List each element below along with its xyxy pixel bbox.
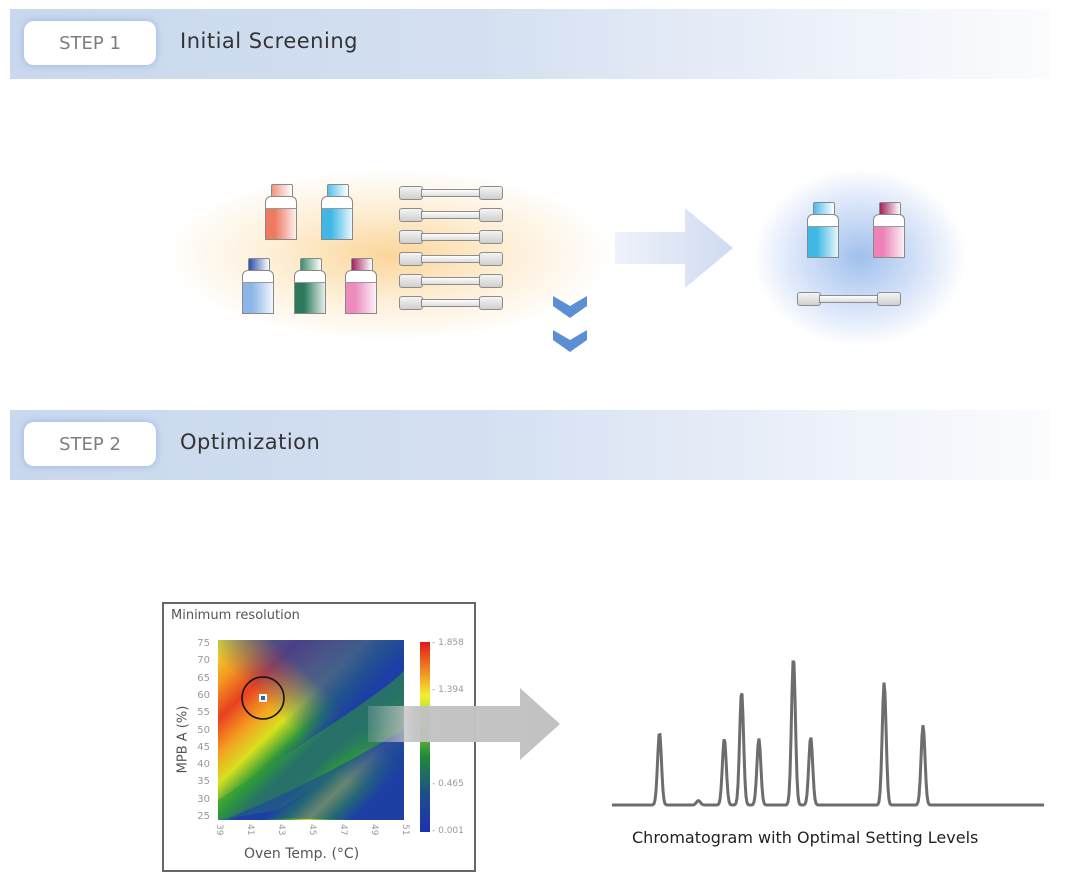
y-tick-label: 40 <box>197 759 210 771</box>
step-2-title: Optimization <box>180 430 321 454</box>
y-tick-label: 70 <box>197 655 210 667</box>
right-arrow-icon <box>615 208 733 288</box>
hplc-column-icon <box>399 230 503 244</box>
x-axis-label: Oven Temp. (°C) <box>244 846 360 862</box>
chromatogram <box>612 660 1044 807</box>
result-arrow-icon <box>368 688 560 760</box>
chromatogram-caption: Chromatogram with Optimal Setting Levels <box>632 828 979 847</box>
y-tick-label: 55 <box>197 707 210 719</box>
colorbar-tick-label: - 0.465 <box>432 779 464 789</box>
x-tick-label: 47 <box>338 824 348 836</box>
hplc-column-icon <box>399 186 503 200</box>
x-tick-label: 41 <box>245 824 255 836</box>
step-2-badge: STEP 2 <box>24 422 156 466</box>
y-tick-label: 45 <box>197 741 210 753</box>
x-tick-label: 49 <box>369 824 379 836</box>
selected-column-icon <box>797 292 901 306</box>
chevron-down-icon <box>553 296 587 318</box>
plot-title: Minimum resolution <box>171 608 300 623</box>
hplc-column-icon <box>399 296 503 310</box>
hplc-column-icon <box>399 274 503 288</box>
y-tick-label: 75 <box>197 638 210 649</box>
y-tick-label: 35 <box>197 776 210 788</box>
x-tick-label: 45 <box>307 824 317 836</box>
optimum-circle <box>241 676 285 720</box>
chevron-down-icon <box>553 330 587 352</box>
hplc-column-icon <box>399 252 503 266</box>
y-tick-label: 60 <box>197 689 210 701</box>
x-tick-label: 43 <box>276 824 286 836</box>
x-tick-label: 39 <box>214 824 224 836</box>
colorbar-tick-label: - 1.394 <box>432 685 464 695</box>
x-tick-label: 51 <box>400 824 410 836</box>
y-tick-label: 65 <box>197 672 210 684</box>
y-tick-label: 30 <box>197 793 210 805</box>
cyan-vial-icon <box>321 184 353 240</box>
step-1-badge: STEP 1 <box>24 21 156 65</box>
contour-map <box>218 640 404 820</box>
colorbar-tick-label: - 0.001 <box>432 826 464 836</box>
selected-cyan-vial-icon <box>807 202 839 258</box>
blue-vial-icon <box>242 258 274 314</box>
y-axis-label: MPB A (%) <box>175 705 191 774</box>
y-tick-label: 50 <box>197 724 210 736</box>
selection-glow <box>755 170 965 345</box>
green-vial-icon <box>294 258 326 314</box>
step-1-header: STEP 1 Initial Screening <box>10 9 1050 79</box>
hplc-column-icon <box>399 208 503 222</box>
pink-vial-icon <box>345 258 377 314</box>
step-2-header: STEP 2 Optimization <box>10 410 1050 480</box>
screening-glow <box>170 170 610 340</box>
chromatogram-trace <box>612 660 1044 807</box>
y-tick-label: 25 <box>197 811 210 822</box>
colorbar-tick-label: - 1.858 <box>432 638 464 648</box>
step-1-title: Initial Screening <box>180 29 358 53</box>
red-vial-icon <box>265 184 297 240</box>
selected-pink-vial-icon <box>873 202 905 258</box>
